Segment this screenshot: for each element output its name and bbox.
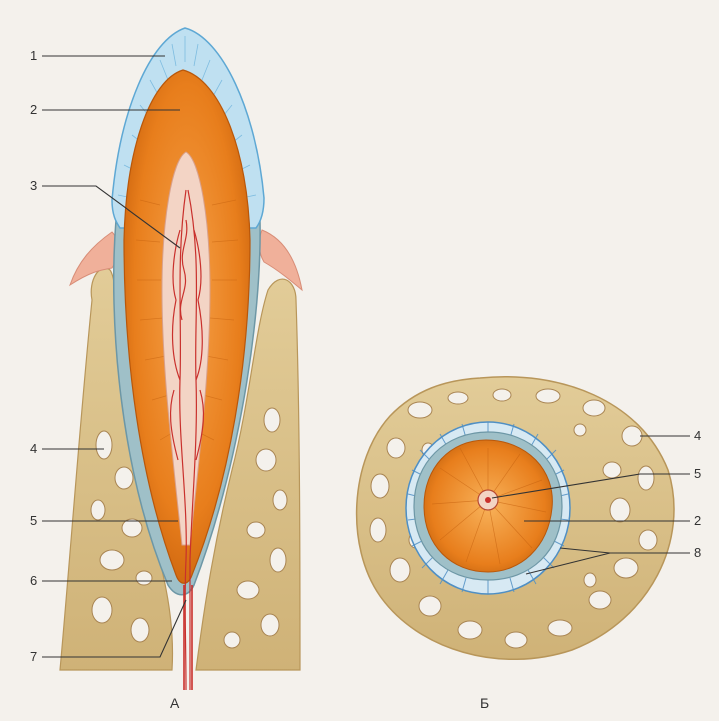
label-b-4: 4: [694, 428, 701, 443]
caption-a: А: [170, 695, 180, 711]
label-b-8: 8: [694, 545, 701, 560]
label-b-5: 5: [694, 466, 701, 481]
label-a-7: 7: [30, 649, 37, 664]
pulp-vessel-dot: [485, 497, 491, 503]
label-a-6: 6: [30, 573, 37, 588]
label-a-4: 4: [30, 441, 37, 456]
label-a-5: 5: [30, 513, 37, 528]
label-a-2: 2: [30, 102, 37, 117]
caption-b: Б: [480, 695, 489, 711]
label-a-3: 3: [30, 178, 37, 193]
label-a-1: 1: [30, 48, 37, 63]
label-b-2: 2: [694, 513, 701, 528]
figure-a-longitudinal-section: [60, 28, 302, 690]
figure-b-cross-section: [357, 377, 674, 660]
